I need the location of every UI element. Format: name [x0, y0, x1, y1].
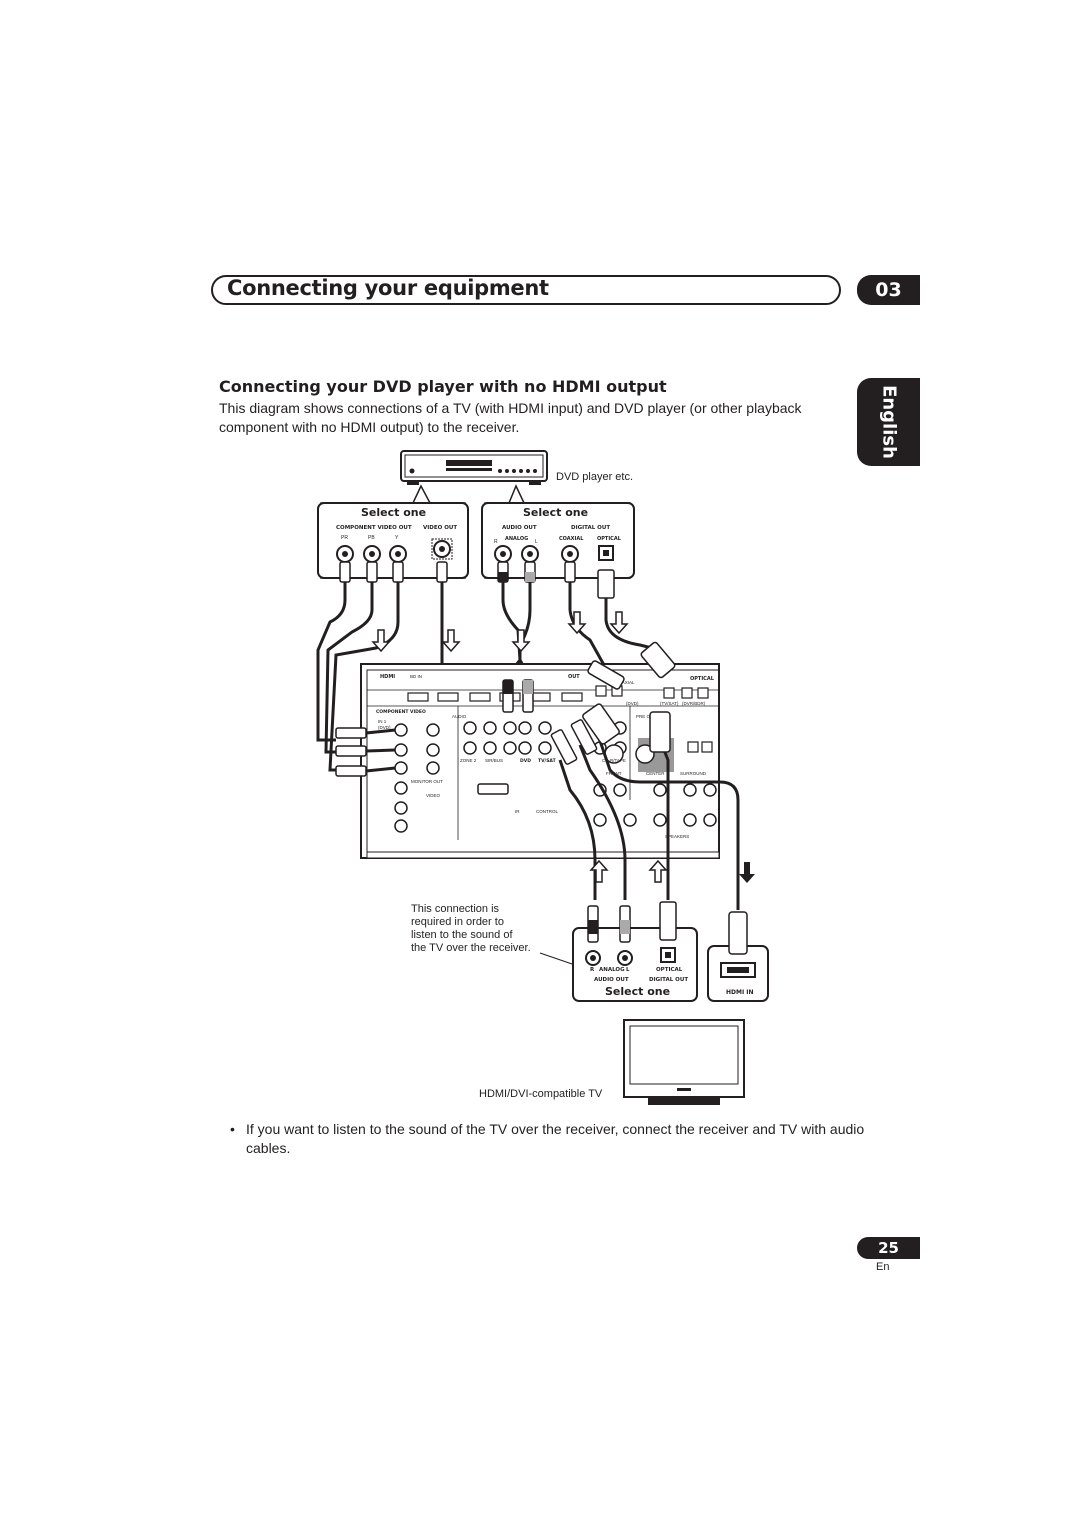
- optical-label: OPTICAL: [597, 536, 622, 542]
- component-video-out-label: COMPONENT VIDEO OUT: [336, 525, 412, 531]
- tv-audio-panel: [572, 927, 698, 1002]
- rx-out-label: OUT: [568, 674, 580, 680]
- rx-audio-label: AUDIO: [452, 714, 467, 719]
- select-one-tv: Select one: [605, 985, 670, 998]
- select-one-video: Select one: [361, 506, 426, 519]
- chapter-header-frame: [211, 275, 841, 305]
- rx-sirius-label: SIR/BUS: [485, 758, 503, 763]
- rx-bd-in-label: BD IN: [410, 674, 422, 679]
- dvd-audio-panel: [481, 502, 635, 579]
- note-line-1: This connection is: [411, 903, 500, 915]
- bullet-dot: •: [230, 1121, 235, 1137]
- bullet-note: • If you want to listen to the sound of …: [230, 1120, 870, 1158]
- receiver-rear-panel: HDMI BD IN OUT COMPONENT VIDEO AUDIO ZON…: [360, 663, 720, 859]
- tv-audio-out-label: AUDIO OUT: [594, 977, 629, 983]
- note-line-3: listen to the sound of: [411, 929, 513, 941]
- hdmi-in-label: HDMI IN: [726, 989, 754, 996]
- y-label: Y: [395, 535, 399, 541]
- tv-l-label: L: [626, 967, 630, 973]
- tv-r-label: R: [590, 967, 595, 973]
- rx-video-label: VIDEO: [426, 793, 441, 798]
- rx-dvd-coax-tag: (DVD): [626, 701, 639, 706]
- chapter-number: 03: [857, 275, 920, 305]
- language-tab: English: [857, 378, 920, 466]
- rx-optical-label: OPTICAL: [690, 676, 715, 682]
- analog-label: ANALOG: [505, 536, 528, 542]
- rx-cdr-label: CD-R/TAPE: [602, 758, 626, 763]
- section-heading: Connecting your DVD player with no HDMI …: [219, 377, 667, 396]
- rx-zone2-label: ZONE 2: [460, 758, 477, 763]
- note-line-2: required in order to: [411, 916, 504, 928]
- rx-control-label: CONTROL: [536, 809, 558, 814]
- connection-note: This connection is required in order to …: [411, 903, 531, 954]
- dvd-player-label: DVD player etc.: [556, 471, 633, 483]
- l-label: L: [535, 539, 538, 545]
- rx-in1-label: IN 1: [378, 719, 387, 724]
- pb-label: PB: [368, 535, 375, 541]
- digital-out-label: DIGITAL OUT: [571, 525, 610, 531]
- dvd-player: [400, 450, 548, 485]
- rx-hdmi-label: HDMI: [380, 674, 395, 680]
- rx-speakers-label: SPEAKERS: [665, 834, 689, 839]
- page-language: En: [876, 1261, 890, 1273]
- tv-icon: [623, 1019, 745, 1105]
- note-line-4: the TV over the receiver.: [411, 942, 531, 954]
- tv-label: HDMI/DVI-compatible TV: [479, 1088, 603, 1100]
- intro-paragraph: This diagram shows connections of a TV (…: [219, 400, 802, 435]
- bullet-text: If you want to listen to the sound of th…: [246, 1121, 865, 1156]
- rx-dvr-tag: (DVR/BDR): [682, 701, 706, 706]
- rx-tvsat-label: TV/SAT: [538, 758, 557, 764]
- rx-center-label: CENTER: [646, 771, 665, 776]
- tv-optical-label: OPTICAL: [656, 967, 683, 973]
- rx-pre-out-label: PRE OUT: [636, 714, 656, 719]
- rx-dvd-label: DVD: [520, 758, 531, 764]
- tv-digital-out-label: DIGITAL OUT: [649, 977, 688, 983]
- video-out-label: VIDEO OUT: [423, 525, 457, 531]
- coaxial-label: COAXIAL: [559, 536, 584, 542]
- rx-tvsat-tag: (TV/SAT): [660, 701, 679, 706]
- rx-dvd-tag: (DVD): [378, 725, 391, 730]
- audio-out-label: AUDIO OUT: [502, 525, 537, 531]
- tv-analog-label: ANALOG: [599, 967, 625, 973]
- rx-ir-label: IR: [515, 809, 520, 814]
- rx-coax-label: COAXIAL: [615, 680, 635, 685]
- rx-component-video-label: COMPONENT VIDEO: [376, 709, 426, 715]
- select-one-audio: Select one: [523, 506, 588, 519]
- rx-monitor-out-label: MONITOR OUT: [411, 779, 443, 784]
- r-label: R: [494, 539, 498, 545]
- page-number: 25: [857, 1237, 920, 1259]
- rx-surround-label: SURROUND: [680, 771, 707, 776]
- chapter-title: Connecting your equipment: [227, 276, 549, 300]
- pr-label: PR: [341, 535, 348, 541]
